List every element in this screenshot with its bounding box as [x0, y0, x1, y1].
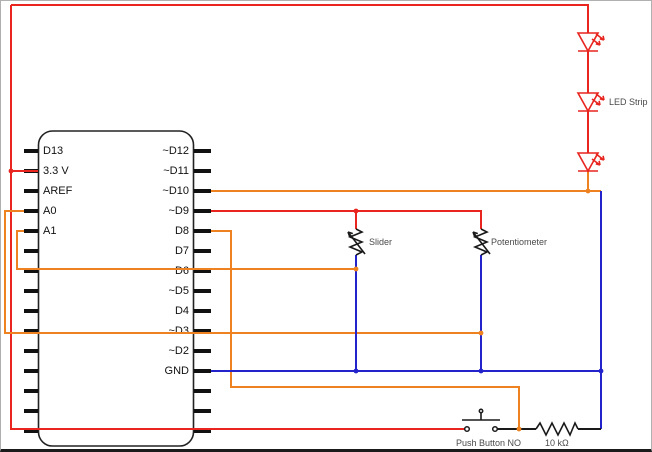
resistor-label: 10 kΩ — [545, 438, 569, 448]
pin-label-d12: ~D12 — [162, 145, 189, 157]
wire-red-left-rail[interactable] — [10, 5, 467, 430]
microcontroller-body[interactable] — [37, 130, 195, 447]
push-button-label: Push Button NO — [456, 438, 521, 448]
slider-component[interactable] — [347, 228, 366, 256]
pin-label-d13: D13 — [43, 145, 63, 157]
button-terminal-right — [491, 425, 499, 433]
junction-red-slider — [353, 208, 359, 214]
pin-label-aref: AREF — [43, 185, 73, 197]
resistor-component[interactable] — [535, 422, 579, 436]
wire-red-d9-rail[interactable] — [211, 210, 482, 229]
wire-orange-a1-slider[interactable] — [16, 230, 356, 270]
pin-label-d2: ~D2 — [169, 345, 190, 357]
junction-blue-right — [598, 368, 604, 374]
led-2[interactable] — [577, 92, 605, 112]
junction-orange-led — [585, 188, 591, 194]
pin-label-d7: D7 — [175, 245, 189, 257]
potentiometer-label: Potentiometer — [491, 237, 547, 247]
junction-blue-slider — [353, 368, 359, 374]
led-3[interactable] — [577, 152, 605, 172]
pin-label-d4: D4 — [175, 305, 189, 317]
right-pin-stubs — [194, 149, 211, 433]
push-button-component[interactable] — [462, 408, 500, 433]
pin-label-3v3: 3.3 V — [43, 165, 69, 177]
junction-orange-button — [516, 426, 522, 432]
button-terminal-left — [463, 425, 471, 433]
led-1[interactable] — [577, 32, 605, 52]
wire-red-top-rail[interactable] — [11, 4, 589, 33]
left-pin-stubs — [24, 149, 38, 433]
pin-label-a0: A0 — [43, 205, 56, 217]
potentiometer-component[interactable] — [472, 228, 491, 256]
slider-label: Slider — [369, 237, 392, 247]
junction-orange-pot — [478, 330, 484, 336]
pin-label-d11: ~D11 — [163, 165, 189, 177]
junction-orange-slider — [353, 266, 359, 272]
led-strip-label: LED Strip — [609, 97, 648, 107]
wire-orange-a0-pot[interactable] — [4, 210, 481, 334]
wire-orange-d8-button[interactable] — [211, 230, 520, 429]
pin-label-gnd: GND — [165, 365, 190, 377]
junction-red-3v3 — [8, 168, 14, 174]
button-actuator-dot — [478, 408, 484, 414]
pin-label-d10: ~D10 — [162, 185, 189, 197]
pin-label-d8: D8 — [175, 225, 189, 237]
junction-blue-pot — [478, 368, 484, 374]
pin-label-d6: D6 — [175, 265, 189, 277]
pin-label-d5: ~D5 — [169, 285, 190, 297]
pin-label-d3: ~D3 — [169, 325, 190, 337]
pin-label-a1: A1 — [43, 225, 56, 237]
pin-label-d9: ~D9 — [169, 205, 190, 217]
